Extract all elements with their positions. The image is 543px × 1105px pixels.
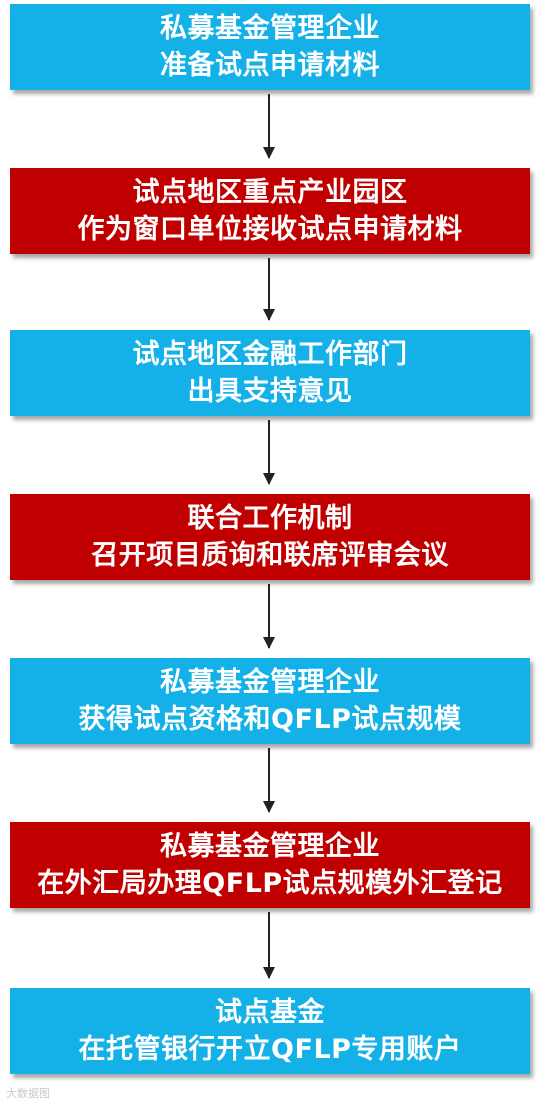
step-1-box: 私募基金管理企业 准备试点申请材料 [10, 4, 530, 90]
arrow-3-to-4 [263, 420, 275, 485]
step-6-line-1: 私募基金管理企业 [160, 831, 380, 862]
step-1-line-2: 准备试点申请材料 [160, 50, 380, 81]
step-4-line-2: 召开项目质询和联席评审会议 [91, 540, 449, 571]
step-5-line-1: 私募基金管理企业 [160, 667, 380, 698]
arrow-4-to-5 [263, 584, 275, 649]
step-6-box: 私募基金管理企业 在外汇局办理QFLP试点规模外汇登记 [10, 822, 530, 908]
arrow-5-to-6 [263, 748, 275, 813]
step-7-line-2: 在托管银行开立QFLP专用账户 [78, 1034, 462, 1065]
arrow-6-to-7 [263, 912, 275, 979]
arrow-2-to-3 [263, 258, 275, 321]
step-2-box: 试点地区重点产业园区 作为窗口单位接收试点申请材料 [10, 168, 530, 254]
step-3-line-1: 试点地区金融工作部门 [132, 339, 408, 370]
step-4-line-1: 联合工作机制 [187, 503, 353, 534]
step-3-line-2: 出具支持意见 [187, 376, 353, 407]
step-2-line-1: 试点地区重点产业园区 [132, 177, 408, 208]
step-7-line-1: 试点基金 [215, 997, 325, 1028]
step-6-line-2: 在外汇局办理QFLP试点规模外汇登记 [37, 868, 503, 899]
step-1-line-1: 私募基金管理企业 [160, 13, 380, 44]
step-2-line-2: 作为窗口单位接收试点申请材料 [77, 214, 463, 245]
step-4-box: 联合工作机制 召开项目质询和联席评审会议 [10, 494, 530, 580]
arrow-1-to-2 [263, 94, 275, 159]
watermark: 大数据图 [6, 1087, 50, 1100]
step-7-box: 试点基金 在托管银行开立QFLP专用账户 [10, 988, 530, 1074]
step-3-box: 试点地区金融工作部门 出具支持意见 [10, 330, 530, 416]
step-5-box: 私募基金管理企业 获得试点资格和QFLP试点规模 [10, 658, 530, 744]
step-5-line-2: 获得试点资格和QFLP试点规模 [78, 704, 462, 735]
